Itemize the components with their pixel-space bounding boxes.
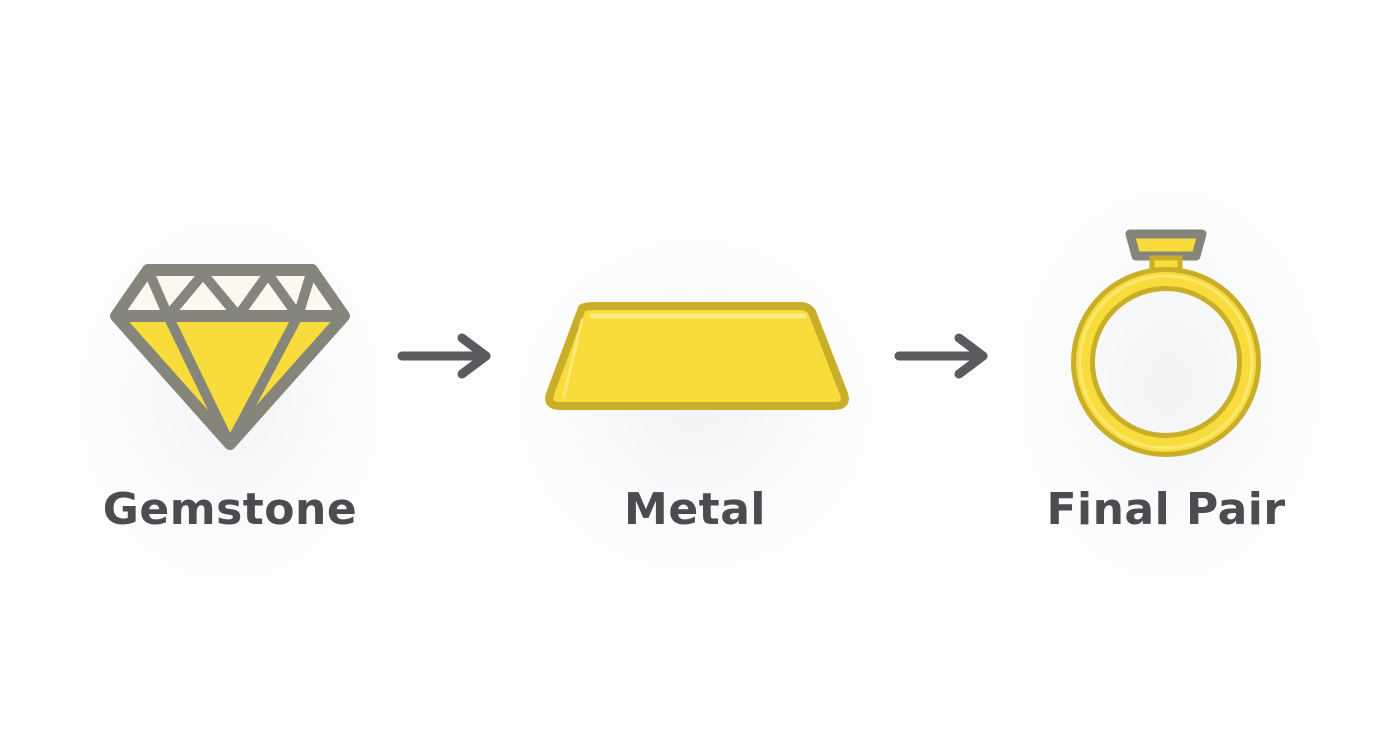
- diamond-icon: [110, 264, 350, 450]
- arrow-right-icon: [894, 333, 988, 379]
- gold-bar-icon: [545, 302, 849, 410]
- step-label-metal: Metal: [624, 484, 766, 535]
- arrow-right-icon: [397, 333, 491, 379]
- step-label-final-pair: Final Pair: [1046, 484, 1286, 535]
- step-label-gemstone: Gemstone: [102, 484, 358, 535]
- ring-icon: [1071, 229, 1261, 457]
